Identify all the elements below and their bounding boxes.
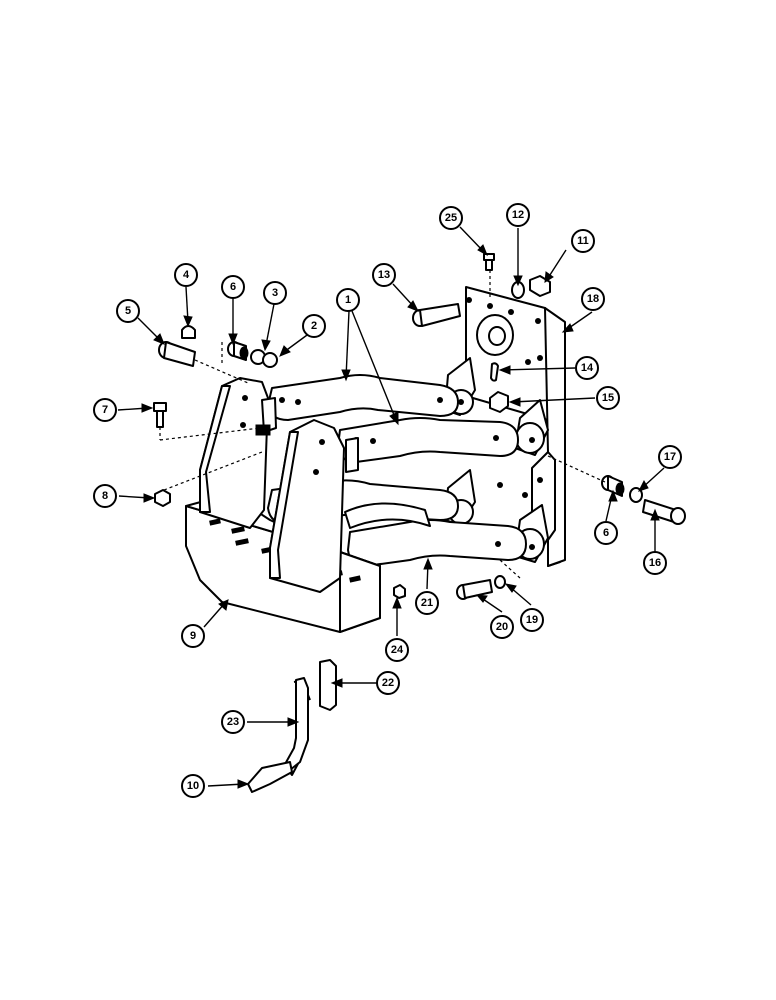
callout-label: 11: [577, 235, 589, 247]
spacer: [601, 475, 625, 497]
side-brackets: [199, 377, 359, 593]
callout-label: 6: [603, 527, 609, 539]
washer: [494, 575, 506, 589]
callout-label: 9: [190, 630, 196, 642]
bolt: [483, 253, 495, 271]
nut: [154, 489, 171, 507]
callout-21: 21: [415, 591, 439, 615]
callout-11: 11: [571, 229, 595, 253]
pin: [490, 362, 499, 382]
washer: [262, 352, 278, 368]
bolt: [158, 341, 196, 367]
callout-19: 19: [520, 608, 544, 632]
callout-15: 15: [596, 386, 620, 410]
callout-12: 12: [506, 203, 530, 227]
bolt: [412, 303, 461, 327]
callout-17: 17: [658, 445, 682, 469]
callout-label: 1: [345, 294, 351, 306]
callout-label: 8: [102, 490, 108, 502]
callout-label: 10: [187, 780, 199, 792]
callout-label: 23: [227, 716, 239, 728]
callout-label: 14: [581, 362, 594, 374]
callout-label: 20: [496, 621, 508, 633]
callout-7: 7: [93, 398, 117, 422]
construction-lines: [159, 270, 606, 579]
callout-2: 2: [302, 314, 326, 338]
callout-9: 9: [181, 624, 205, 648]
callout-label: 6: [230, 281, 236, 293]
callout-5: 5: [116, 299, 140, 323]
callout-23: 23: [221, 710, 245, 734]
callout-label: 18: [587, 293, 599, 305]
callout-6a: 6: [221, 275, 245, 299]
hardware: [153, 253, 686, 600]
callout-label: 4: [183, 269, 190, 281]
callout-3: 3: [263, 281, 287, 305]
nut: [489, 391, 509, 413]
callout-25: 25: [439, 206, 463, 230]
callout-label: 2: [311, 320, 317, 332]
callout-label: 21: [421, 597, 433, 609]
callout-24: 24: [385, 638, 409, 662]
callout-label: 16: [649, 557, 661, 569]
callout-13: 13: [372, 263, 396, 287]
callout-4: 4: [174, 263, 198, 287]
nut: [393, 584, 406, 599]
callout-label: 7: [102, 404, 108, 416]
callout-6b: 6: [594, 521, 618, 545]
upper-links: [267, 374, 519, 463]
callout-20: 20: [490, 615, 514, 639]
callout-label: 19: [526, 614, 538, 626]
callout-label: 22: [382, 677, 394, 689]
bolt: [642, 499, 686, 525]
callout-label: 13: [378, 269, 390, 281]
callout-label: 24: [391, 644, 404, 656]
callout-22: 22: [376, 671, 400, 695]
mounting-plate: [465, 286, 566, 567]
spacer: [227, 341, 249, 361]
arrowheads: [141, 244, 660, 789]
callout-label: 25: [445, 212, 457, 224]
bolt: [153, 402, 167, 428]
callout-14: 14: [575, 356, 599, 380]
callout-8: 8: [93, 484, 117, 508]
hitch-parts: [247, 659, 337, 793]
callout-18: 18: [581, 287, 605, 311]
callout-label: 17: [664, 451, 676, 463]
callout-10: 10: [181, 774, 205, 798]
callout-label: 12: [512, 209, 524, 221]
callout-16: 16: [643, 551, 667, 575]
callout-label: 15: [602, 392, 614, 404]
bolt: [456, 579, 493, 600]
callout-1: 1: [336, 288, 360, 312]
callout-label: 5: [125, 305, 131, 317]
callout-label: 3: [272, 287, 278, 299]
bush: [181, 325, 196, 339]
